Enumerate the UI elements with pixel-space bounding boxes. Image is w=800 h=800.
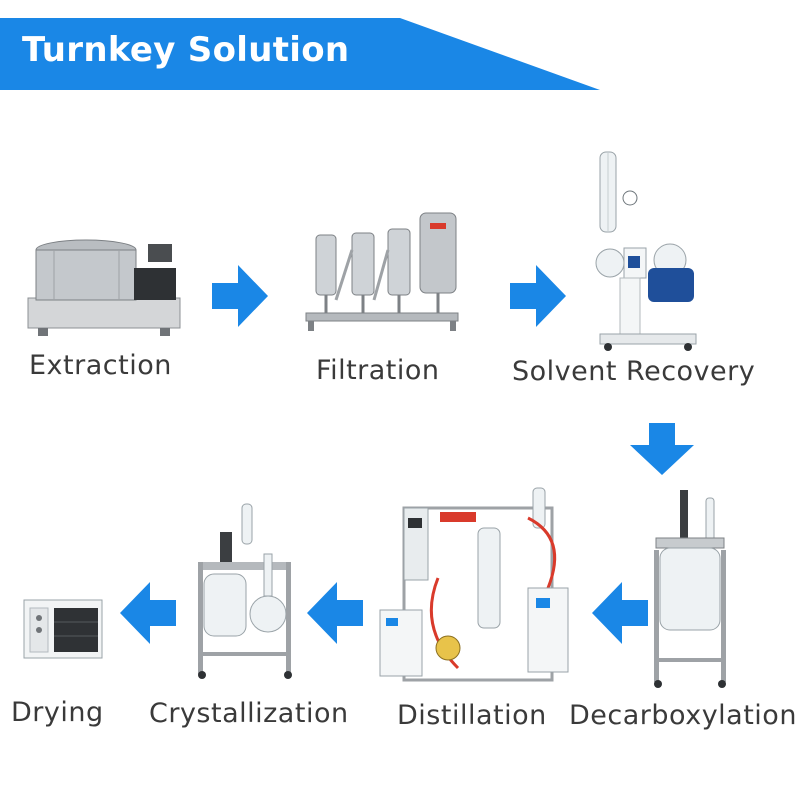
- banner-background: [0, 18, 600, 90]
- arrow-left-icon: [307, 582, 363, 644]
- step-label-solvent-recovery: Solvent Recovery: [512, 356, 756, 387]
- vacuum-oven-icon: [23, 599, 103, 659]
- step-label-drying: Drying: [11, 697, 104, 728]
- step-label-filtration: Filtration: [316, 355, 440, 386]
- short-path-distillation-icon: [379, 487, 569, 682]
- arrow-left-icon: [120, 582, 176, 644]
- jacketed-reactor-icon: [654, 490, 726, 688]
- filter-housings-icon: [305, 212, 459, 331]
- arrow-left-icon: [592, 582, 648, 644]
- arrow-right-icon: [510, 265, 566, 327]
- arrow-right-icon: [212, 265, 268, 327]
- arrow-down-icon: [630, 423, 694, 475]
- step-label-crystallization: Crystallization: [149, 698, 349, 729]
- title-banner: Turnkey Solution: [0, 18, 600, 90]
- step-label-extraction: Extraction: [29, 350, 172, 381]
- step-label-distillation: Distillation: [397, 700, 547, 731]
- rotary-evaporator-icon: [595, 151, 697, 351]
- banner-title: Turnkey Solution: [22, 30, 350, 70]
- step-label-decarboxylation: Decarboxylation: [569, 700, 797, 731]
- centrifuge-extractor-icon: [27, 239, 181, 336]
- crystallization-reactor-icon: [198, 503, 292, 679]
